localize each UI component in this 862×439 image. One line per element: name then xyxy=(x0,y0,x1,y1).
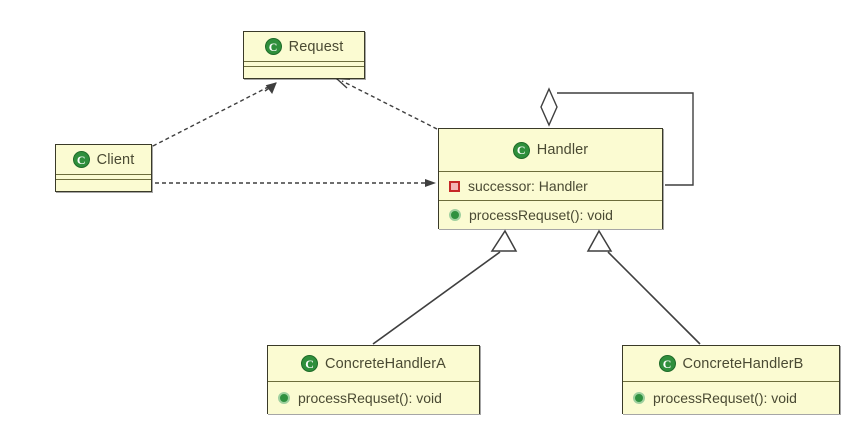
attributes-compartment-request xyxy=(244,62,364,67)
class-name-client: Client xyxy=(96,151,135,168)
edge-concreteb-to-handler xyxy=(586,229,701,345)
class-header-concrete-handler-a: C ConcreteHandlerA xyxy=(268,346,479,382)
edge-client-to-handler xyxy=(155,179,436,187)
class-box-concrete-handler-b[interactable]: C ConcreteHandlerB processRequset(): voi… xyxy=(622,345,840,414)
class-name-request: Request xyxy=(288,38,344,55)
public-method-icon xyxy=(278,392,290,404)
class-header-request: C Request xyxy=(244,32,364,62)
class-member-label: processRequset(): void xyxy=(653,390,797,406)
class-icon: C xyxy=(512,141,530,159)
class-header-handler: C Handler xyxy=(439,129,662,172)
class-name-concrete-handler-b: ConcreteHandlerB xyxy=(682,355,804,372)
class-box-client[interactable]: C Client xyxy=(55,144,152,192)
edge-handler-to-request xyxy=(335,77,438,130)
class-icon: C xyxy=(301,355,319,372)
public-method-icon xyxy=(633,392,645,404)
class-box-concrete-handler-a[interactable]: C ConcreteHandlerA processRequset(): voi… xyxy=(267,345,480,414)
attributes-compartment-client xyxy=(56,175,151,180)
class-icon: C xyxy=(264,38,282,55)
class-header-concrete-handler-b: C ConcreteHandlerB xyxy=(623,346,839,382)
class-name-handler: Handler xyxy=(536,142,589,158)
class-name-concrete-handler-a: ConcreteHandlerA xyxy=(325,355,446,372)
class-member-row[interactable]: processRequset(): void xyxy=(623,382,839,414)
edge-concretea-to-handler xyxy=(372,229,518,345)
edge-handler-self-aggregation xyxy=(540,87,694,186)
public-method-icon xyxy=(449,209,461,221)
class-member-row[interactable]: processRequset(): void xyxy=(439,201,662,229)
class-member-label: processRequset(): void xyxy=(298,390,442,406)
class-icon: C xyxy=(658,355,676,372)
private-field-icon xyxy=(449,180,460,192)
operations-compartment-request xyxy=(244,67,364,72)
class-member-label: processRequset(): void xyxy=(469,207,613,223)
class-header-client: C Client xyxy=(56,145,151,175)
class-icon: C xyxy=(72,151,90,168)
operations-compartment-client xyxy=(56,180,151,185)
class-member-label: successor: Handler xyxy=(468,178,588,194)
class-member-row[interactable]: successor: Handler xyxy=(439,172,662,201)
edge-client-to-request xyxy=(152,82,277,147)
class-box-request[interactable]: C Request xyxy=(243,31,365,79)
class-member-row[interactable]: processRequset(): void xyxy=(268,382,479,414)
class-box-handler[interactable]: C Handler successor: Handler processRequ… xyxy=(438,128,663,229)
